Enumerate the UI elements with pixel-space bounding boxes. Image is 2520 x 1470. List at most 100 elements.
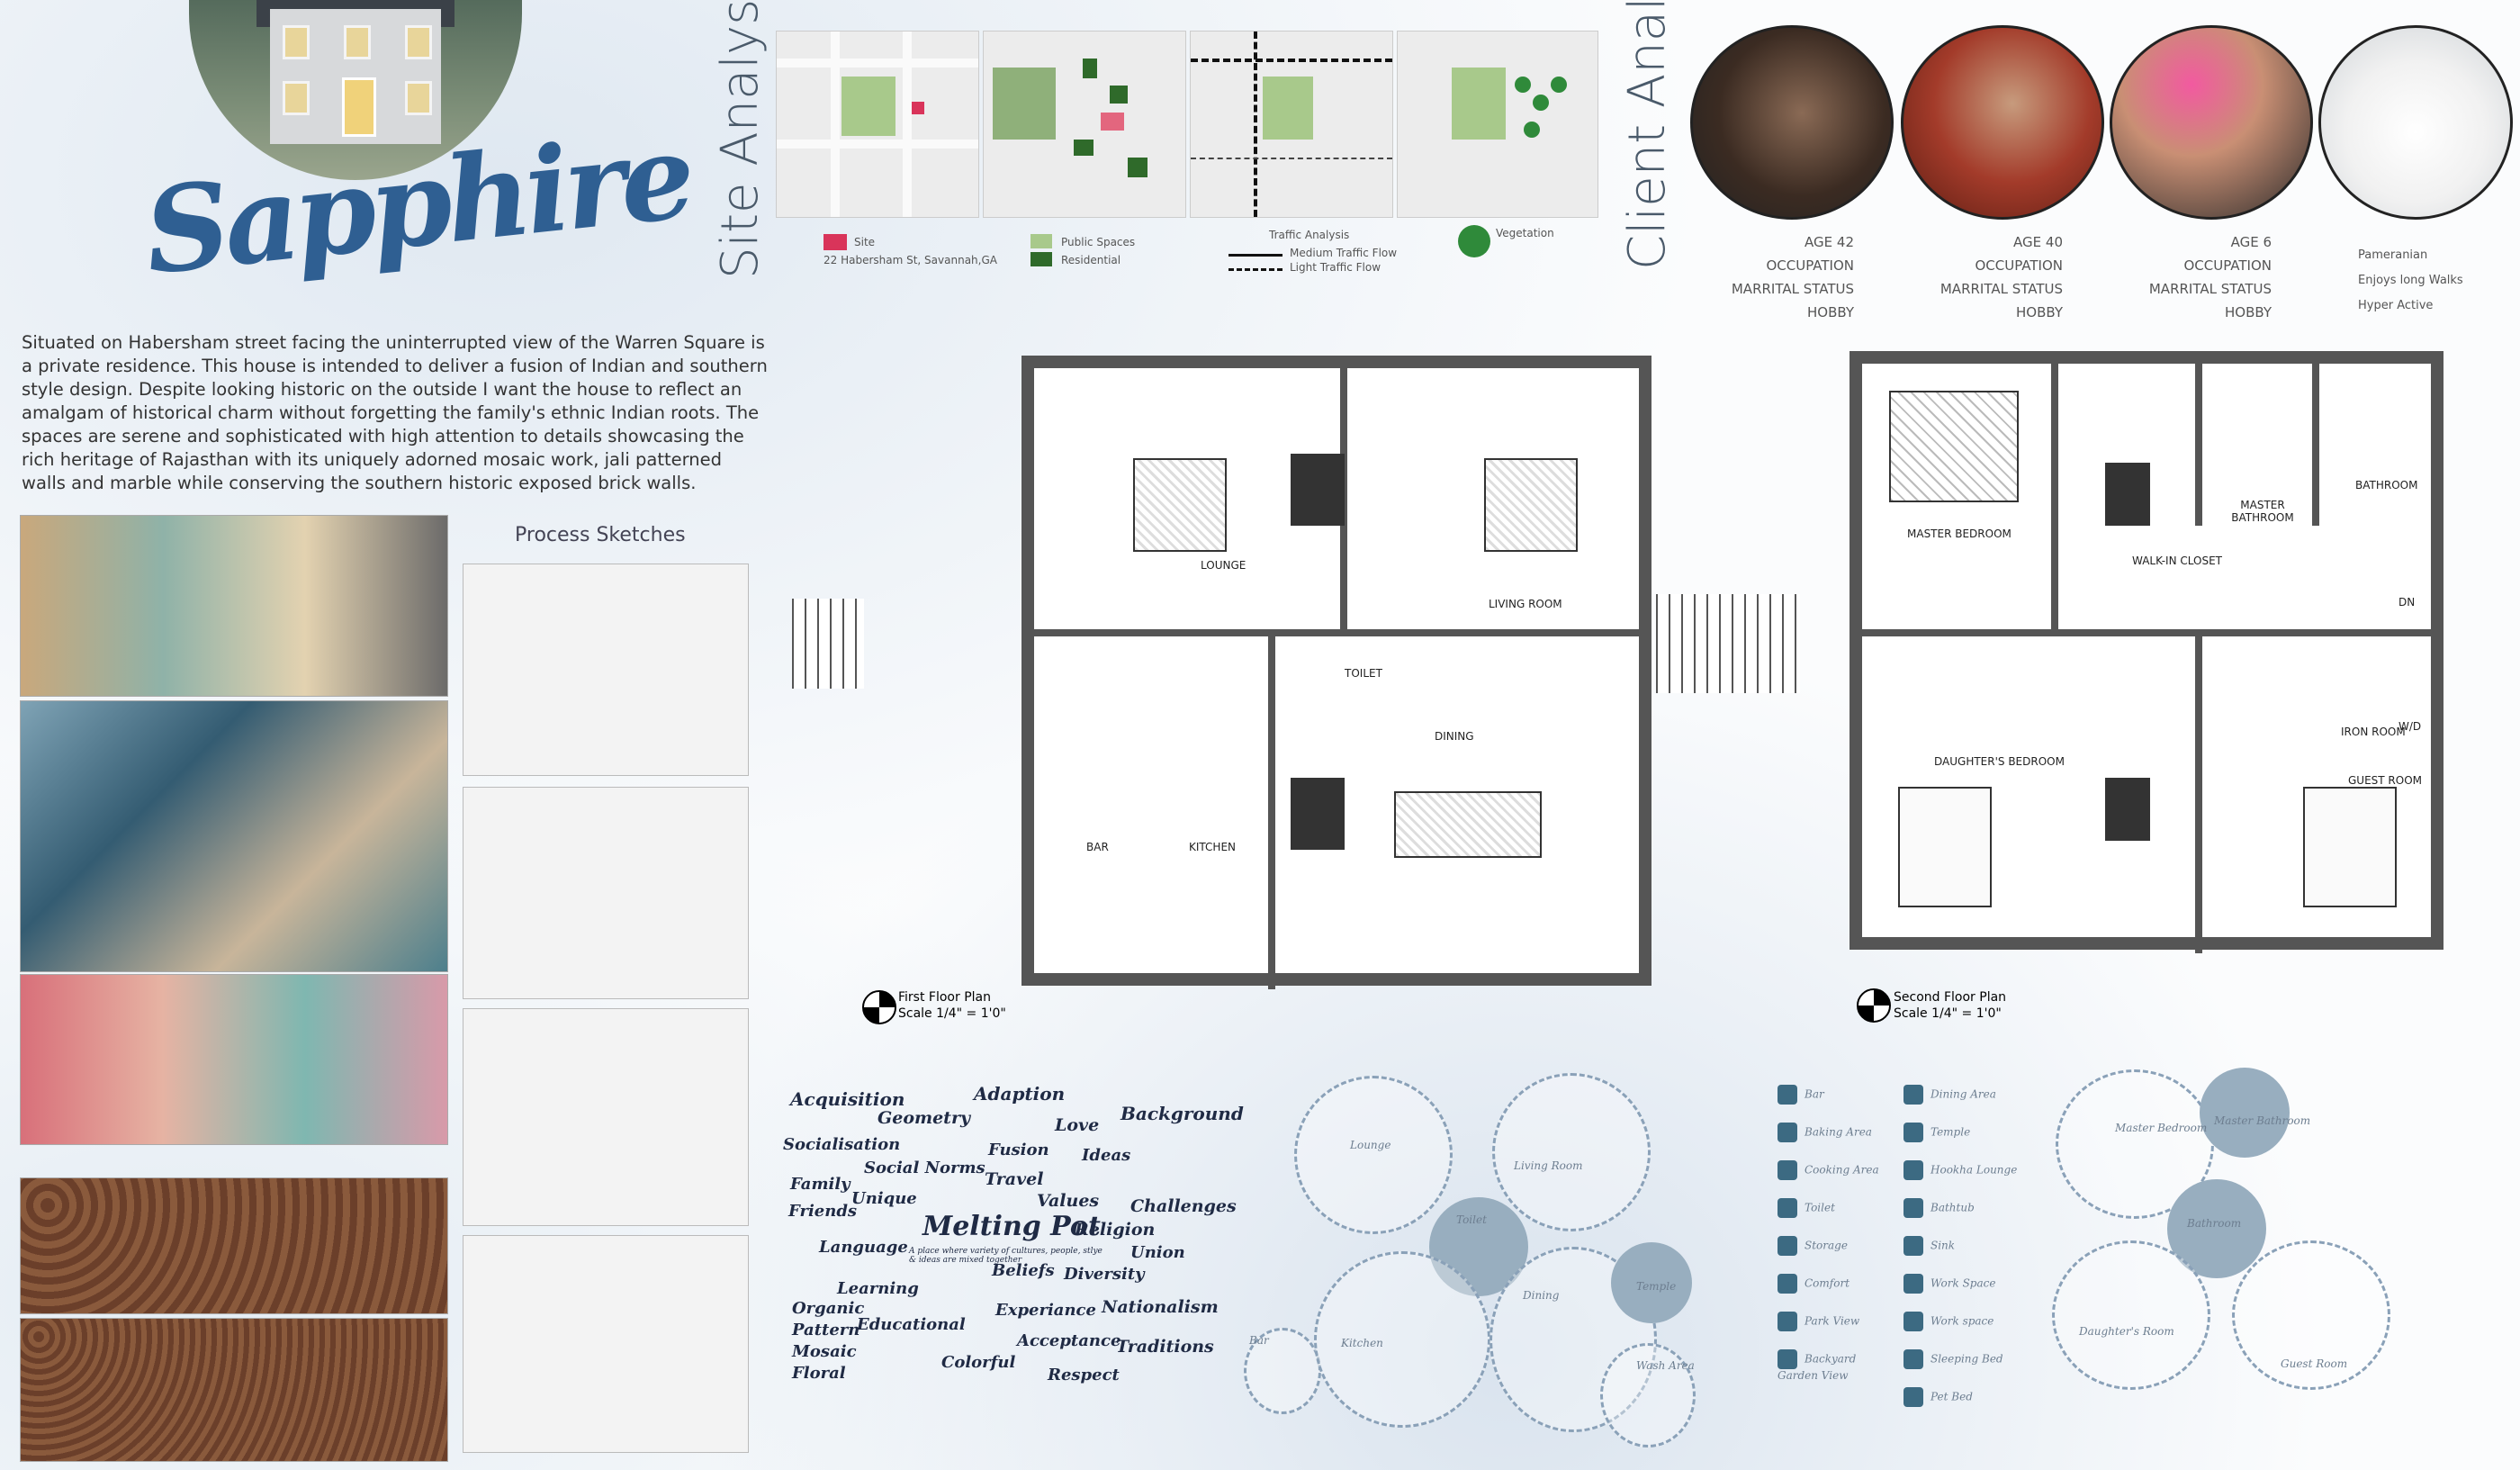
client-1-marital: MARRITAL STATUS xyxy=(1731,281,1854,297)
room-master-bathroom: MASTER BATHROOM xyxy=(2231,499,2294,524)
first-floor-north-icon xyxy=(862,990,896,1024)
bubble-label-toilet: Toilet xyxy=(1456,1213,1487,1226)
client-2-age: AGE 40 xyxy=(2013,234,2063,250)
client-mother-photo xyxy=(1901,25,2104,220)
bubble2-label-bathroom: Bathroom xyxy=(2187,1217,2242,1230)
bubble-diagram-second-floor: Master Bedroom Master Bathroom Bathroom … xyxy=(2052,1060,2394,1390)
icon-legend-item: Park View xyxy=(1778,1312,1894,1331)
bubble-diagram-first-floor: Lounge Living Room Toilet Bar Kitchen Di… xyxy=(1242,1062,1728,1458)
bubble-label-dining: Dining xyxy=(1523,1289,1560,1302)
room-type-icon xyxy=(1778,1123,1797,1142)
room-kitchen: KITCHEN xyxy=(1189,841,1236,853)
client-4-info: Pameranian Enjoys long Walks Hyper Activ… xyxy=(2358,243,2463,319)
icon-legend-item: Work Space xyxy=(1904,1274,2020,1294)
icon-legend-label: Bar xyxy=(1804,1087,1824,1101)
dog-trait-1: Enjoys long Walks xyxy=(2358,274,2463,287)
word-cloud-word: Adaption xyxy=(974,1083,1066,1105)
bubble-label-bar: Bar xyxy=(1249,1334,1269,1347)
room-type-icon xyxy=(1904,1387,1923,1407)
room-type-icon xyxy=(1778,1274,1797,1294)
room-type-icon xyxy=(1778,1160,1797,1180)
bubble-lounge xyxy=(1294,1076,1453,1234)
bubble2-label-daughters-room: Daughter's Room xyxy=(2079,1325,2174,1338)
icon-legend-item: Cooking Area xyxy=(1778,1160,1894,1180)
word-cloud-word: Acceptance xyxy=(1017,1331,1121,1350)
word-cloud-word: Beliefs xyxy=(992,1261,1055,1280)
room-type-icon xyxy=(1778,1312,1797,1331)
icon-legend-label: Work Space xyxy=(1930,1276,1996,1290)
brand-title: Sapphire xyxy=(138,106,697,302)
icon-legend-label: Baking Area xyxy=(1804,1125,1872,1139)
project-description: Situated on Habersham street facing the … xyxy=(22,332,768,493)
icon-legend-item: Toilet xyxy=(1778,1198,1894,1218)
bubble-wash-area xyxy=(1600,1343,1696,1447)
second-floor-title: Second Floor Plan xyxy=(1894,990,2007,1005)
icon-legend-label: Dining Area xyxy=(1930,1087,1996,1101)
icon-legend-label: Park View xyxy=(1804,1314,1860,1328)
room-type-icon xyxy=(1904,1312,1923,1331)
icon-legend-item: Sleeping Bed xyxy=(1904,1349,2020,1369)
icon-legend-label: Hookha Lounge xyxy=(1930,1163,2018,1177)
word-cloud-word: Challenges xyxy=(1130,1196,1237,1216)
word-cloud-word: Religion xyxy=(1075,1220,1156,1240)
word-cloud-word: Organic xyxy=(792,1299,865,1318)
word-cloud-word: Travel xyxy=(985,1169,1044,1189)
site-address: 22 Habersham St, Savannah,GA xyxy=(824,254,997,266)
site-swatch xyxy=(824,234,847,250)
jali-screen-sample xyxy=(20,1177,448,1314)
room-toilet: TOILET xyxy=(1345,667,1382,680)
word-cloud-word: Experiance xyxy=(995,1301,1096,1320)
bubble-label-lounge: Lounge xyxy=(1350,1139,1391,1151)
front-steps xyxy=(792,599,864,689)
icon-legend-item: Backyard Garden View xyxy=(1778,1349,1894,1382)
client-3-age: AGE 6 xyxy=(2230,234,2272,250)
traffic-label: Traffic Analysis xyxy=(1269,229,1350,241)
icon-legend-label: Toilet xyxy=(1804,1201,1835,1214)
room-wd: W/D xyxy=(2398,720,2422,733)
client-father-photo xyxy=(1690,25,1894,220)
word-cloud-word: Social Norms xyxy=(864,1159,986,1177)
sketch-bedroom xyxy=(463,1235,749,1453)
site-analysis-heading: Site Analysis xyxy=(711,0,770,279)
process-sketches-heading: Process Sketches xyxy=(515,524,686,546)
medium-traffic-label: Medium Traffic Flow xyxy=(1290,247,1398,259)
word-cloud-word: Values xyxy=(1037,1191,1100,1211)
public-spaces-label: Public Spaces xyxy=(1061,236,1136,248)
client-1-info: AGE 42 OCCUPATION MARRITAL STATUS HOBBY xyxy=(1692,230,1854,324)
word-cloud-word: Geometry xyxy=(878,1108,971,1128)
room-type-icon xyxy=(1904,1349,1923,1369)
side-steps xyxy=(1656,594,1800,693)
word-cloud-word: Diversity xyxy=(1064,1265,1145,1284)
icon-legend-label: Storage xyxy=(1804,1239,1848,1252)
room-living: LIVING ROOM xyxy=(1489,598,1562,610)
client-1-hobby: HOBBY xyxy=(1806,304,1854,320)
first-floor-title: First Floor Plan xyxy=(898,990,991,1005)
icon-legend-item: Bar xyxy=(1778,1085,1894,1105)
vegetation-map xyxy=(1397,31,1598,218)
residential-label: Residential xyxy=(1061,254,1121,266)
word-cloud-word: Nationalism xyxy=(1102,1297,1219,1317)
bubble-label-living: Living Room xyxy=(1514,1159,1583,1172)
room-type-icon xyxy=(1904,1160,1923,1180)
word-cloud-word: Friends xyxy=(788,1202,858,1221)
bubble-master-bathroom xyxy=(2200,1068,2290,1158)
room-type-icon xyxy=(1904,1236,1923,1256)
light-traffic-label: Light Traffic Flow xyxy=(1290,261,1382,274)
icon-legend-label: Comfort xyxy=(1804,1276,1850,1290)
window xyxy=(405,25,432,59)
house-facade xyxy=(270,9,441,144)
icon-legend-label: Bathtub xyxy=(1930,1201,1975,1214)
icon-legend-label: Sleeping Bed xyxy=(1930,1352,2003,1366)
room-type-icon xyxy=(1904,1274,1923,1294)
word-cloud-word: Mosaic xyxy=(792,1342,857,1361)
site-map xyxy=(776,31,979,218)
room-daughters-bedroom: DAUGHTER'S BEDROOM xyxy=(1934,755,2065,768)
word-cloud-word: Colorful xyxy=(941,1353,1016,1372)
word-cloud-word: Respect xyxy=(1048,1366,1120,1384)
word-cloud-word: Ideas xyxy=(1082,1146,1131,1165)
client-2-marital: MARRITAL STATUS xyxy=(1940,281,2063,297)
site-label: Site xyxy=(854,236,876,248)
word-cloud-word: Socialisation xyxy=(783,1135,901,1154)
icon-legend-item: Work space xyxy=(1904,1312,2020,1331)
land-use-map xyxy=(983,31,1186,218)
